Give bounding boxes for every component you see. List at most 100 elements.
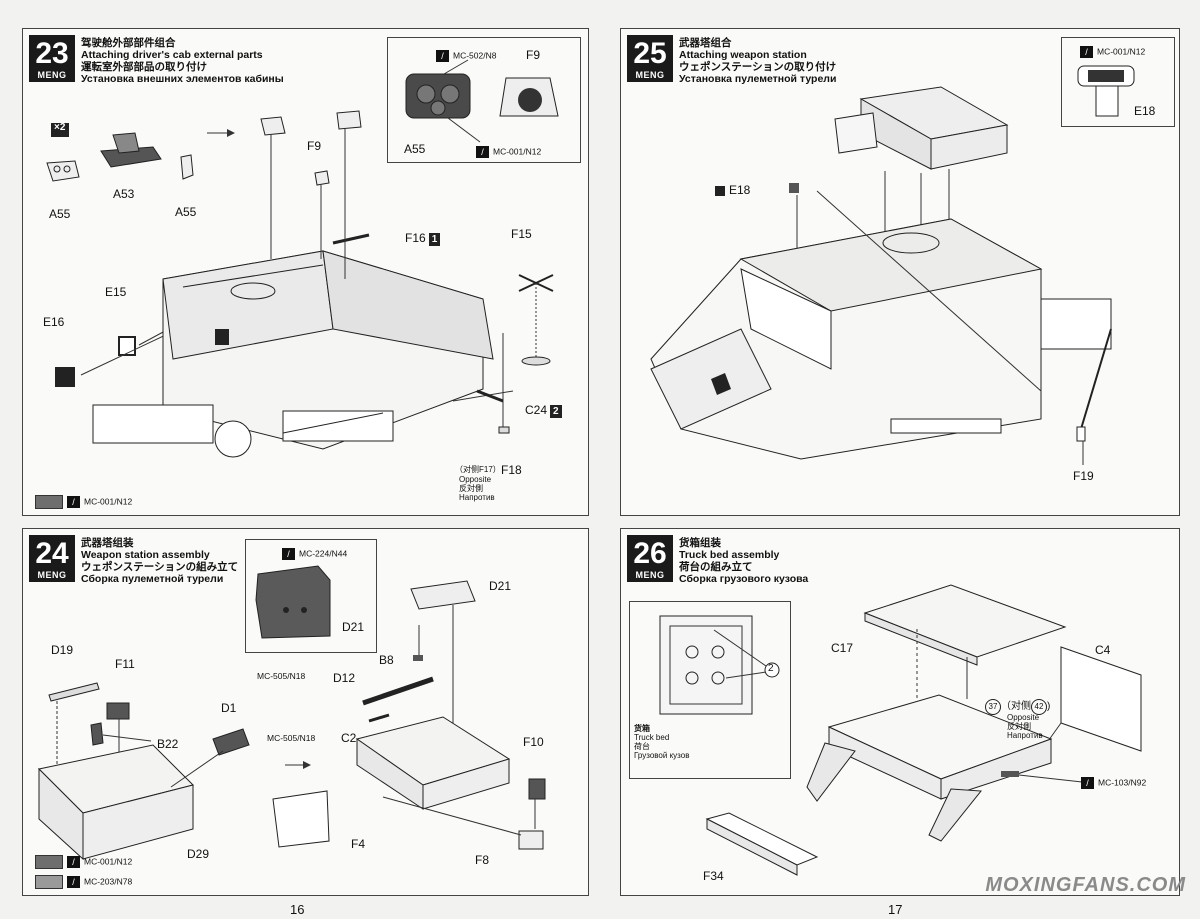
paint-swatch-icon <box>35 495 63 509</box>
brand-logo: MENG <box>29 69 75 82</box>
inset-paint-top: /MC-502/N8 <box>432 50 496 62</box>
part-label-e18: E18 <box>715 183 750 197</box>
step-24-diagram <box>37 580 546 861</box>
paint-detail-inset: /MC-224/N44 D21 <box>245 539 377 653</box>
inset-paint-bottom: /MC-001/N12 <box>472 146 541 158</box>
step-23-panel: 23 MENG 驾驶舱外部部件组合 Attaching driver's cab… <box>22 28 589 516</box>
inset-diagram <box>659 615 780 715</box>
inset-diagram <box>1077 65 1135 117</box>
truck-bed-inset: 2 货箱 Truck bed 荷台 Грузовой кузов <box>629 601 791 779</box>
brush-icon: / <box>282 548 295 560</box>
step-26-diagram <box>705 584 1142 876</box>
paint-legend-n12: /MC-001/N12 <box>35 855 132 869</box>
brand-logo: MENG <box>627 69 673 82</box>
part-label-f8: F8 <box>475 853 490 867</box>
part-label-d12: D12 <box>333 671 356 685</box>
opposite-note-jp: 反対側 <box>1007 722 1031 731</box>
inset-caption-ru: Грузовой кузов <box>634 751 690 760</box>
opposite-note-ru: Напротив <box>459 493 495 502</box>
inset-paint: /MC-001/N12 <box>1076 46 1145 58</box>
paint-detail-inset: /MC-001/N12 E18 <box>1061 37 1175 127</box>
title-ru: Сборка пулеметной турели <box>81 573 224 585</box>
page-number-left: 16 <box>290 902 305 917</box>
brush-icon: / <box>476 146 489 158</box>
part-label-a55-left: A55 <box>49 207 71 221</box>
opposite-note-zh: （对侧F17） <box>455 465 501 474</box>
brush-icon: / <box>67 496 80 508</box>
paint-note-d12: MC-505/N18 <box>257 671 306 681</box>
part-label-e15: E15 <box>105 285 127 299</box>
part-label-d1: D1 <box>221 701 237 715</box>
part-label-a55-right: A55 <box>175 205 197 219</box>
part-label-c2: C2 <box>341 731 357 745</box>
part-label-b8: B8 <box>379 653 394 667</box>
step-titles: 货箱组装 Truck bed assembly 荷台の組み立て Сборка г… <box>679 537 808 585</box>
step-titles: 武器塔组装 Weapon station assembly ウェポンステーション… <box>81 537 238 585</box>
title-zh: 货箱组装 <box>679 537 721 549</box>
part-label-f9: F9 <box>307 139 322 153</box>
paint-mark-icon <box>715 185 725 196</box>
brush-icon: / <box>1081 777 1094 789</box>
title-jp: 荷台の組み立て <box>679 561 753 573</box>
title-zh: 驾驶舱外部部件组合 <box>81 37 176 49</box>
part-label-f10: F10 <box>523 735 544 749</box>
title-ru: Сборка грузового кузова <box>679 573 809 585</box>
inset-part-d21: D21 <box>342 620 365 634</box>
brush-icon: / <box>67 876 80 888</box>
title-jp: ウェポンステーションの組み立て <box>81 561 239 573</box>
opposite-note-en: Opposite <box>459 475 492 484</box>
part-label-c17: C17 <box>831 641 854 655</box>
title-ru: Установка внешних элементов кабины <box>81 73 284 85</box>
brush-icon: / <box>1080 46 1093 58</box>
qty-badge: ×2 <box>54 122 66 133</box>
title-zh: 武器塔组合 <box>679 37 732 49</box>
part-label-f19: F19 <box>1073 469 1094 483</box>
part-label-f34: F34 <box>703 869 724 883</box>
part-label-b22: B22 <box>157 737 179 751</box>
paint-legend-n78: /MC-203/N78 <box>35 875 132 889</box>
step-titles: 武器塔组合 Attaching weapon station ウェポンステーショ… <box>679 37 836 85</box>
inset-diagram <box>255 565 331 639</box>
opposite-note-ru: Напротив <box>1007 731 1043 740</box>
inset-part-a55: A55 <box>404 142 426 156</box>
step-24-panel: 24 MENG 武器塔组装 Weapon station assembly ウェ… <box>22 528 589 896</box>
step-25-panel: 25 MENG 武器塔组合 Attaching weapon station ウ… <box>620 28 1180 516</box>
part-label-e16: E16 <box>43 315 65 329</box>
title-jp: ウェポンステーションの取り付け <box>679 61 837 73</box>
callout-circle-a: 37 <box>985 699 1001 715</box>
title-jp: 運転室外部部品の取り付け <box>81 61 207 73</box>
title-zh: 武器塔组装 <box>81 537 134 549</box>
paint-legend-n12: /MC-001/N12 <box>35 495 132 509</box>
title-en: Attaching driver's cab external parts <box>81 49 263 61</box>
inset-part-e18: E18 <box>1134 104 1156 118</box>
brush-icon: / <box>67 856 80 868</box>
title-ru: Установка пулеметной турели <box>679 73 837 85</box>
inset-caption-en: Truck bed <box>634 733 670 742</box>
inset-caption-jp: 荷台 <box>634 742 650 751</box>
inset-diagram <box>405 59 559 143</box>
paint-note-c2: MC-505/N18 <box>267 733 316 743</box>
step-titles: 驾驶舱外部部件组合 Attaching driver's cab externa… <box>81 37 284 85</box>
part-label-f18: F18 <box>501 463 522 477</box>
step-25-diagram <box>650 86 1112 465</box>
paint-note: /MC-103/N92 <box>1077 777 1146 789</box>
part-label-d29: D29 <box>187 847 210 861</box>
paint-detail-inset: /MC-502/N8 F9 A55 /MC-001/N12 <box>387 37 581 163</box>
brush-icon: / <box>436 50 449 62</box>
brand-logo: MENG <box>627 569 673 582</box>
inset-caption-zh: 货箱 <box>634 724 650 733</box>
title-en: Attaching weapon station <box>679 49 807 61</box>
site-watermark: MOXINGFANS.COM <box>985 874 1186 896</box>
part-label-a53: A53 <box>113 187 135 201</box>
inset-callout: 2 <box>768 663 774 674</box>
part-label-d21: D21 <box>489 579 512 593</box>
part-label-c4: C4 <box>1095 643 1111 657</box>
step-26-panel: 26 MENG 货箱组装 Truck bed assembly 荷台の組み立て … <box>620 528 1180 896</box>
brand-logo: MENG <box>29 569 75 582</box>
inset-part-f9: F9 <box>526 48 541 62</box>
step-number: 24 <box>29 535 75 581</box>
paint-swatch-icon <box>35 855 63 869</box>
